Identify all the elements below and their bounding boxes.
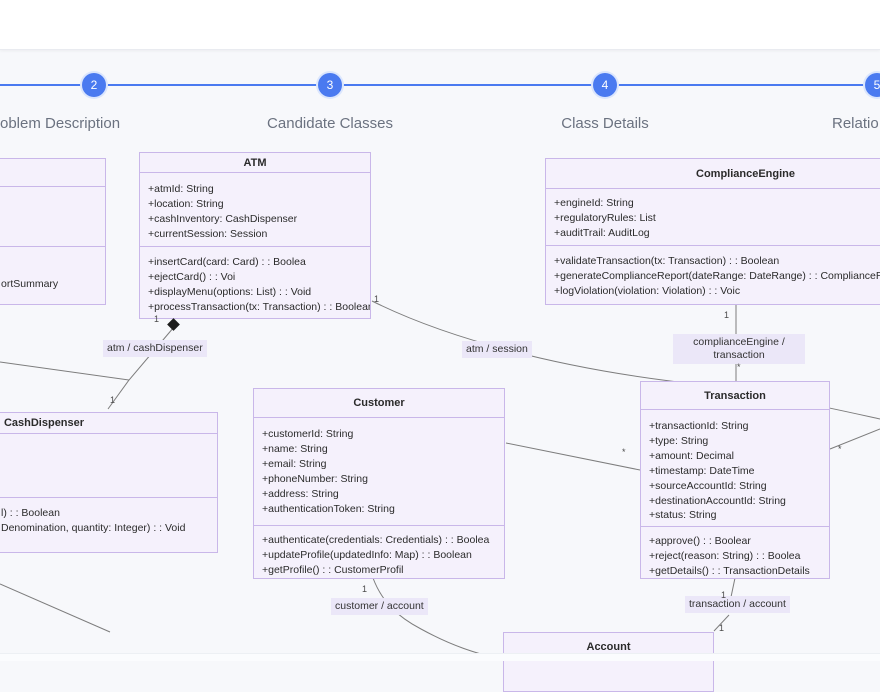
step-circle-5[interactable]: 5 <box>865 73 880 97</box>
attribute-line: +engineId: String <box>554 197 634 209</box>
attribute-line: +status: String <box>649 509 717 522</box>
attribute-line: +transactionId: String <box>649 420 749 432</box>
edge-transaction-account <box>713 577 736 632</box>
class-box-atm[interactable]: ATM +atmId: String +location: String +ca… <box>139 152 371 319</box>
edge-label-compliance-transaction[interactable]: complianceEngine / transaction <box>673 334 805 364</box>
attribute-line: +cashInventory: CashDispenser <box>148 212 298 225</box>
class-box-compliance-engine[interactable]: ComplianceEngine +engineId: String +regu… <box>545 158 880 305</box>
edge-label-transaction-account[interactable]: transaction / account <box>685 596 790 613</box>
edge-left-offscreen <box>0 361 130 381</box>
class-attributes-atm: +atmId: String +location: String +cashIn… <box>140 173 370 247</box>
method-line: +authenticate(credentials: Credentials) … <box>262 534 490 546</box>
attribute-line: +timestamp: DateTime <box>649 464 755 477</box>
method-line: +ejectCard() : : Voi <box>148 270 236 283</box>
method-line: l) : : Boolean <box>1 507 60 519</box>
edge-bottom-left-offscreen <box>0 583 111 633</box>
edge-customer-transaction <box>505 442 641 471</box>
step-circle-3[interactable]: 3 <box>318 73 342 97</box>
step-label-class-details: Class Details <box>561 115 649 132</box>
class-title-customer: Customer <box>254 389 504 418</box>
multiplicity-transaction-account-target: 1 <box>719 623 725 633</box>
attribute-line: +auditTrail: AuditLog <box>554 226 650 239</box>
class-methods-cash-dispenser: l) : : Boolean Denomination, quantity: I… <box>0 498 217 552</box>
method-line: ortSummary <box>1 278 59 290</box>
diagram-canvas[interactable]: ortSummary ATM +atmId: String +location:… <box>0 50 880 692</box>
stepper-connector-line <box>0 84 880 86</box>
method-line: +approve() : : Boolear <box>649 535 751 547</box>
method-line: +updateProfile(updatedInfo: Map) : : Boo… <box>262 548 472 561</box>
class-title-compliance-engine: ComplianceEngine <box>546 159 880 189</box>
step-label-problem-description: oblem Description <box>0 115 121 132</box>
edge-label-customer-account[interactable]: customer / account <box>331 598 428 615</box>
method-line: +insertCard(card: Card) : : Boolea <box>148 256 306 268</box>
class-attributes-compliance-engine: +engineId: String +regulatoryRules: List… <box>546 189 880 246</box>
multiplicity-customer-transaction: * <box>622 447 626 457</box>
edge-label-atm-session[interactable]: atm / session <box>462 341 532 358</box>
attribute-line: +location: String <box>148 197 224 210</box>
method-line: Denomination, quantity: Integer) : : Voi… <box>1 521 186 534</box>
edge-label-atm-cashdispenser[interactable]: atm / cashDispenser <box>103 340 207 357</box>
class-title-atm: ATM <box>140 153 370 173</box>
class-box-transaction[interactable]: Transaction +transactionId: String +type… <box>640 381 830 579</box>
multiplicity-atm-cashdispenser-target: 1 <box>110 395 116 405</box>
class-box-report[interactable]: ortSummary <box>0 158 106 305</box>
method-line: +reject(reason: String) : : Boolea <box>649 549 801 562</box>
step-circle-2[interactable]: 2 <box>82 73 106 97</box>
class-box-cash-dispenser[interactable]: CashDispenser l) : : Boolean Denominatio… <box>0 412 218 553</box>
attribute-line: +phoneNumber: String <box>262 472 368 485</box>
method-line: +logViolation(violation: Violation) : : … <box>554 284 741 297</box>
method-line: +validateTransaction(tx: Transaction) : … <box>554 255 780 267</box>
attribute-line: +type: String <box>649 434 709 447</box>
edge-customer-account <box>372 577 504 660</box>
attribute-line: +amount: Decimal <box>649 449 734 462</box>
attribute-line: +atmId: String <box>148 183 214 195</box>
class-title-cash-dispenser: CashDispenser <box>0 413 217 434</box>
class-methods-transaction: +approve() : : Boolear +reject(reason: S… <box>641 527 829 578</box>
attribute-line: +authenticationToken: String <box>262 502 395 515</box>
class-attributes-transaction: +transactionId: String +type: String +am… <box>641 410 829 527</box>
multiplicity-compliance-transaction-target: * <box>737 362 741 372</box>
class-attributes-cash-dispenser <box>0 434 217 498</box>
multiplicity-transaction-right: * <box>838 444 842 454</box>
multiplicity-transaction-account-source: 1 <box>721 590 727 600</box>
class-methods-compliance-engine: +validateTransaction(tx: Transaction) : … <box>546 246 880 304</box>
bottom-panel-edge <box>0 653 880 661</box>
step-label-relationships: Relatio <box>832 115 879 132</box>
attribute-line: +regulatoryRules: List <box>554 211 656 224</box>
attribute-line: +currentSession: Session <box>148 227 268 240</box>
class-box-account[interactable]: Account <box>503 632 714 692</box>
top-header-strip <box>0 0 880 50</box>
attribute-line: +email: String <box>262 457 327 470</box>
edge-label-line-2: transaction <box>713 349 765 361</box>
method-line: +getProfile() : : CustomerProfil <box>262 563 404 576</box>
class-attributes-report <box>0 187 105 247</box>
multiplicity-atm-cashdispenser-source: 1 <box>154 314 160 324</box>
attribute-line: +name: String <box>262 442 328 455</box>
class-methods-report: ortSummary <box>0 247 105 304</box>
class-methods-atm: +insertCard(card: Card) : : Boolea +ejec… <box>140 247 370 318</box>
multiplicity-customer-account-source: 1 <box>362 584 368 594</box>
edge-transaction-right <box>829 428 880 450</box>
method-line: +processTransaction(tx: Transaction) : :… <box>148 300 370 313</box>
multiplicity-atm-session-source: 1 <box>374 294 380 304</box>
class-attributes-customer: +customerId: String +name: String +email… <box>254 418 504 526</box>
class-title-report <box>0 159 105 187</box>
method-line: +getDetails() : : TransactionDetails <box>649 564 810 577</box>
attribute-line: +customerId: String <box>262 428 354 440</box>
edge-label-line-1: complianceEngine / <box>693 336 785 348</box>
attribute-line: +sourceAccountId: String <box>649 479 767 492</box>
method-line: +generateComplianceReport(dateRange: Dat… <box>554 269 880 282</box>
class-methods-customer: +authenticate(credentials: Credentials) … <box>254 526 504 578</box>
method-line: +displayMenu(options: List) : : Void <box>148 285 312 298</box>
attribute-line: +address: String <box>262 487 339 500</box>
step-label-candidate-classes: Candidate Classes <box>267 115 393 132</box>
multiplicity-compliance-transaction-source: 1 <box>724 310 730 320</box>
class-box-customer[interactable]: Customer +customerId: String +name: Stri… <box>253 388 505 579</box>
step-circle-4[interactable]: 4 <box>593 73 617 97</box>
class-title-transaction: Transaction <box>641 382 829 410</box>
attribute-line: +destinationAccountId: String <box>649 494 786 507</box>
